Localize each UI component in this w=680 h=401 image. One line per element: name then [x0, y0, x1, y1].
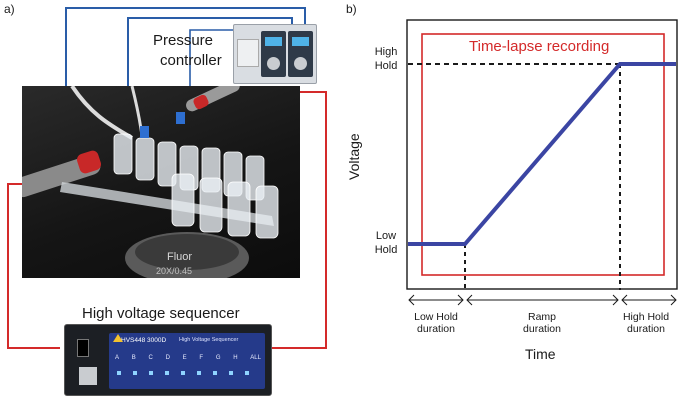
sequencer-model: HVS448 3000D — [121, 337, 167, 344]
y-tick-low: Low Hold — [366, 229, 406, 257]
blue-cap-2 — [176, 112, 185, 124]
pressure-controller-label-2: controller — [160, 52, 222, 69]
high-hold-duration-label: High Hold duration — [614, 311, 678, 335]
y-tick-low-line2: Hold — [374, 244, 398, 256]
warning-icon — [113, 334, 123, 342]
low-hold-duration-line2: duration — [417, 323, 455, 335]
y-tick-high-line2: Hold — [374, 60, 398, 72]
channel-key[interactable]: H — [233, 355, 238, 361]
panel-a-tag: a) — [4, 2, 15, 16]
setup-illustration: Fluor 20X/0.45 — [22, 86, 279, 278]
ramp-duration-line1: Ramp — [527, 311, 556, 323]
pressure-tube-1 — [65, 7, 306, 92]
low-hold-duration-label: Low Hold duration — [404, 311, 468, 335]
channel-key[interactable]: ALL — [250, 355, 261, 361]
channel-key[interactable]: G — [215, 355, 221, 361]
duration-arrows — [408, 294, 677, 306]
y-tick-low-line1: Low — [375, 230, 397, 242]
electrode-red-band — [77, 150, 101, 174]
objective-text: Fluor — [167, 251, 192, 263]
sequencer-logo — [79, 367, 97, 385]
sequencer-channel-keys: A B C D E F G H ALL — [115, 355, 261, 361]
x-axis-label: Time — [525, 346, 556, 362]
pressure-channel-2 — [288, 31, 313, 77]
y-tick-high: High Hold — [366, 45, 406, 73]
high-hold-duration-line2: duration — [627, 323, 665, 335]
objective-mag: 20X/0.45 — [156, 266, 192, 276]
usb-module — [237, 39, 259, 67]
pressure-channel-1 — [261, 31, 286, 77]
low-hold-duration-line1: Low Hold — [414, 311, 458, 323]
pressure-tube-3 — [189, 29, 236, 92]
sequencer-subtitle: High Voltage Sequencer — [179, 337, 239, 343]
y-tick-high-line1: High — [374, 46, 398, 58]
power-switch — [77, 339, 89, 357]
pressure-knob-1 — [267, 57, 280, 70]
channel-key[interactable]: F — [199, 355, 204, 361]
high-voltage-sequencer-device: HVS448 3000D High Voltage Sequencer A B … — [64, 324, 272, 396]
recording-label: Time-lapse recording — [469, 38, 610, 55]
channel-key[interactable]: B — [131, 355, 136, 361]
channel-key[interactable]: D — [165, 355, 170, 361]
channel-key[interactable]: C — [148, 355, 153, 361]
setup-photo: Fluor 20X/0.45 — [22, 86, 300, 278]
sequencer-label: High voltage sequencer — [82, 305, 240, 322]
ramp-duration-line2: duration — [523, 323, 561, 335]
y-axis-label: Voltage — [346, 133, 362, 180]
pressure-controller-label-1: Pressure — [153, 32, 214, 49]
voltage-wire-right — [270, 91, 327, 349]
pressure-knob-2 — [294, 57, 307, 70]
voltage-trace — [408, 62, 676, 246]
pressure-controller-device — [233, 24, 317, 84]
plot-frame — [406, 19, 678, 290]
electrode-red-band-right — [193, 94, 209, 110]
recording-box — [421, 33, 665, 276]
vial-array — [113, 133, 279, 239]
pressure-display-1 — [265, 37, 282, 46]
ramp-duration-label: Ramp duration — [510, 311, 574, 335]
high-hold-duration-line1: High Hold — [622, 311, 670, 323]
panel-b-tag: b) — [346, 2, 357, 16]
sequencer-panel: HVS448 3000D High Voltage Sequencer A B … — [109, 333, 265, 389]
channel-key[interactable]: E — [182, 355, 187, 361]
channel-key[interactable]: A — [115, 355, 120, 361]
objective-ring — [135, 234, 239, 270]
blue-cap-1 — [140, 126, 149, 138]
sequencer-led-row — [117, 371, 259, 375]
pressure-display-2 — [292, 37, 309, 46]
